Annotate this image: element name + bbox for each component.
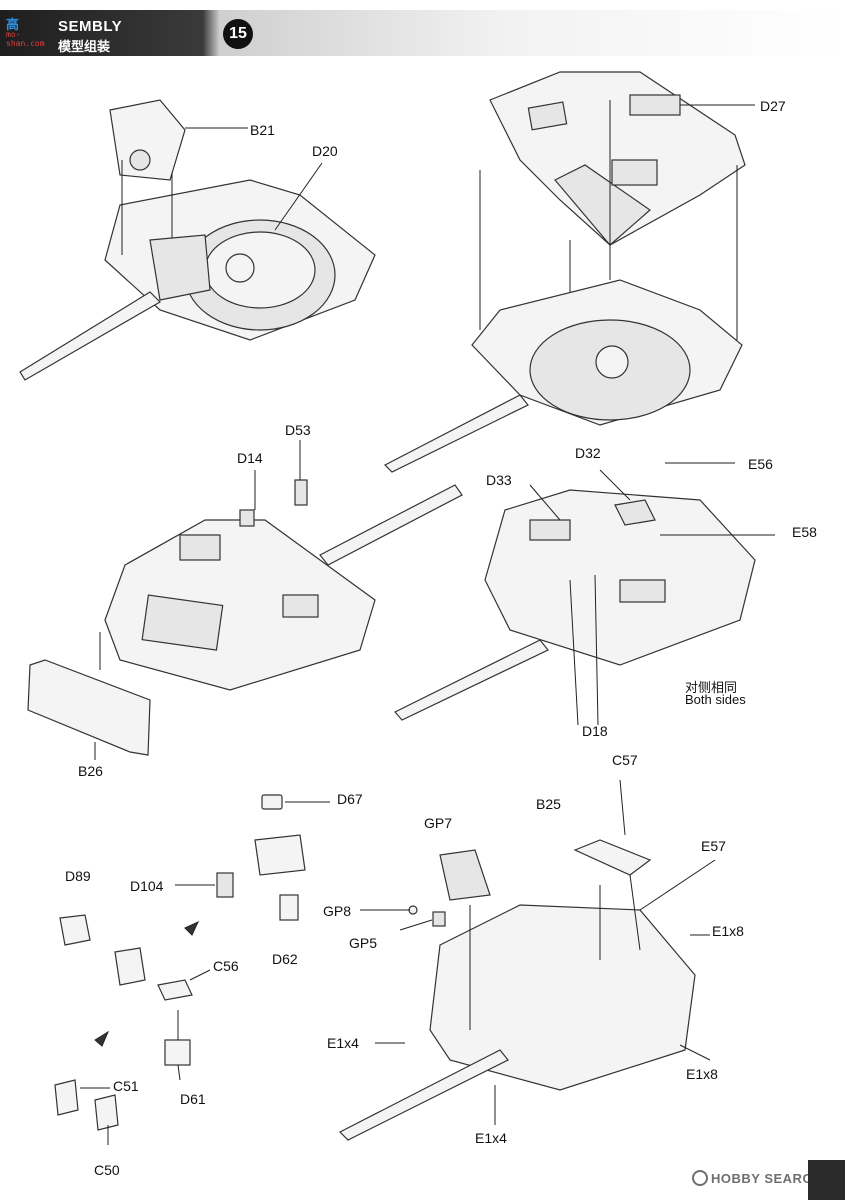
label-c50: C50 [94,1162,120,1178]
gun-barrel-a [19,291,161,381]
watermark-text: HOBBY SEARCH [711,1171,823,1186]
label-c57: C57 [612,752,638,768]
turret-assembly-c [27,440,463,760]
label-gp7: GP7 [424,815,453,831]
hobby-search-logo-icon [692,1170,708,1186]
gun-barrel-d [394,639,549,721]
label-d32: D32 [575,445,601,461]
label-d67: D67 [337,791,363,807]
label-d14: D14 [237,450,263,466]
note-both-sides-en: Both sides [685,692,746,707]
turret-assembly-d [394,462,775,726]
label-gp8: GP8 [323,903,352,919]
part-b25-shape [573,839,652,876]
label-d89: D89 [65,868,91,884]
label-c51: C51 [113,1078,139,1094]
section-subtitle: 模型组装 [58,39,111,54]
label-e56: E56 [748,456,773,472]
site-logo: 高 mo-shan.com [6,14,56,48]
turret-assembly-f [338,779,716,1141]
label-gp5: GP5 [349,935,378,951]
gun-barrel-f [338,1049,509,1141]
label-d18: D18 [582,723,608,739]
label-d33: D33 [486,472,512,488]
label-d104: D104 [130,878,164,894]
label-d27: D27 [760,98,786,114]
hobby-search-watermark: HOBBY SEARCH [692,1170,822,1186]
label-d62: D62 [272,951,298,967]
label-e1x8-top: E1x8 [712,923,744,939]
turret-assembly-b [383,71,755,473]
label-e58: E58 [792,524,817,540]
label-d20: D20 [312,143,338,159]
gun-barrel-b [383,394,529,473]
label-c56: C56 [213,958,239,974]
header-bar [0,10,845,56]
label-e1x8-bottom: E1x8 [686,1066,718,1082]
logo-text: 高 [6,17,20,32]
label-e57: E57 [701,838,726,854]
label-e1x4-bottom: E1x4 [475,1130,507,1146]
step-number-badge: 15 [223,19,253,49]
label-d61: D61 [180,1091,206,1107]
label-b25: B25 [536,796,561,812]
part-b21-shape [109,99,186,181]
label-b21: B21 [250,122,275,138]
part-b26-shape [27,659,151,756]
label-b26: B26 [78,763,103,779]
logo-subtext: mo-shan.com [6,30,45,48]
part-gp7-shape [439,849,491,901]
label-d53: D53 [285,422,311,438]
section-title: SEMBLY [58,18,123,35]
label-e1x4-left: E1x4 [327,1035,359,1051]
gun-barrel-c [319,484,463,566]
note-both-sides-cn: 对侧相同 [685,680,738,695]
turret-assembly-a [19,99,376,381]
sub-assembly-e [54,794,330,1145]
page-corner-block [808,1160,845,1200]
